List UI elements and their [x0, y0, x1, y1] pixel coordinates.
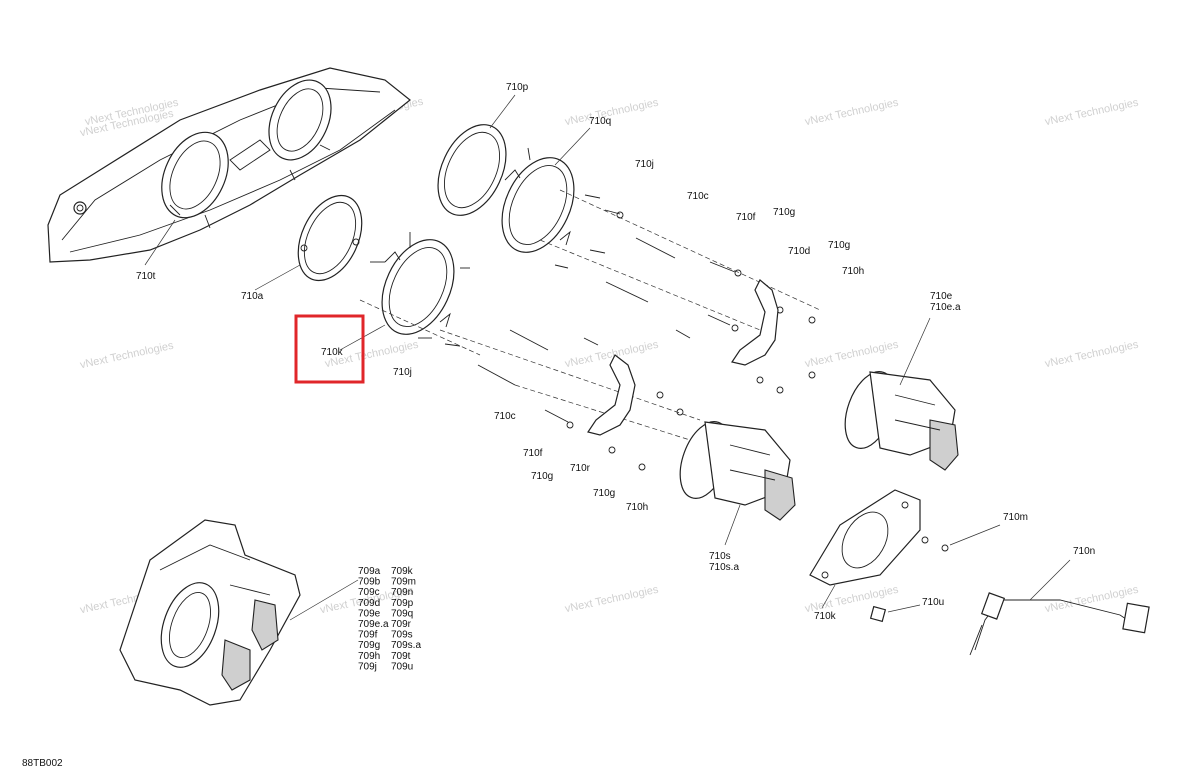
callout-710c[interactable]: 710c [494, 411, 516, 422]
assembly-ref-code[interactable]: 709e.a [358, 619, 389, 630]
callout-710s[interactable]: 710s [709, 551, 731, 562]
assembly-ref-code[interactable]: 709t [391, 651, 411, 662]
highlight-box [294, 314, 365, 384]
drawing-code: 88TB002 [22, 758, 63, 769]
upper-lamp-bracket-part[interactable] [731, 279, 779, 366]
assembly-ref-code[interactable]: 709g [358, 640, 380, 651]
callout-710d[interactable]: 710d [788, 246, 810, 257]
callout-710f[interactable]: 710f [523, 448, 543, 459]
assembly-ref-code[interactable]: 709e [358, 608, 381, 619]
upper-mount-bracket-part[interactable] [488, 146, 588, 264]
lower-projector-lamp-part[interactable] [671, 415, 796, 521]
retaining-ring-part[interactable] [286, 185, 375, 290]
watermark: vNext Technologies [1044, 97, 1140, 129]
callout-710u[interactable]: 710u [922, 597, 944, 608]
callout-710p[interactable]: 710p [506, 82, 529, 93]
assembly-ref-code[interactable]: 709j [358, 661, 377, 672]
watermark: vNext Technologies [564, 97, 660, 129]
callout-710t[interactable]: 710t [136, 271, 156, 282]
assembly-reference-list: 709a709b709c709d709e709e.a709f709g709h70… [358, 566, 421, 672]
callout-710n[interactable]: 710n [1073, 546, 1095, 557]
upper-ring-part[interactable] [425, 114, 520, 226]
callout-710q[interactable]: 710q [589, 116, 611, 127]
connector-cap-part[interactable] [869, 605, 887, 623]
headlight-bezel-part[interactable] [47, 67, 411, 263]
assembly-ref-code[interactable]: 709f [358, 630, 378, 641]
lamp-gasket-plate-part[interactable] [809, 489, 921, 586]
watermark: vNext Technologies [1044, 339, 1140, 371]
assembly-ref-code[interactable]: 709d [358, 598, 380, 609]
assembly-lines [359, 189, 821, 441]
assembly-ref-code[interactable]: 709q [391, 608, 413, 619]
callout-710s-a[interactable]: 710s.a [709, 562, 739, 573]
screws [370, 147, 949, 552]
callout-710g[interactable]: 710g [828, 240, 850, 251]
callout-710k[interactable]: 710k [321, 347, 344, 358]
assembly-ref-code[interactable]: 709r [391, 619, 412, 630]
callout-710f[interactable]: 710f [736, 212, 756, 223]
callout-710h[interactable]: 710h [842, 266, 864, 277]
full-headlight-assembly[interactable] [119, 519, 301, 706]
callout-710e[interactable]: 710e [930, 291, 953, 302]
assembly-ref-code[interactable]: 709h [358, 651, 380, 662]
watermark: vNext Technologies [804, 339, 900, 371]
callout-710g[interactable]: 710g [593, 488, 615, 499]
assembly-ref-code[interactable]: 709k [391, 566, 414, 577]
assembly-ref-code[interactable]: 709p [391, 598, 414, 609]
callout-710r[interactable]: 710r [570, 463, 591, 474]
lower-lamp-bracket-part[interactable] [587, 354, 636, 436]
callout-710k[interactable]: 710k [814, 611, 837, 622]
middle-mount-bracket-part[interactable] [368, 228, 468, 346]
callout-710a[interactable]: 710a [241, 291, 264, 302]
assembly-ref-code[interactable]: 709n [391, 587, 413, 598]
callout-labels: 710p 710q 710j 710c 710f 710g 710d 710g … [136, 82, 1095, 622]
callout-710h[interactable]: 710h [626, 502, 648, 513]
assembly-ref-code[interactable]: 709u [391, 661, 413, 672]
wiring-harness-part[interactable] [969, 592, 1150, 656]
assembly-ref-code[interactable]: 709s.a [391, 640, 421, 651]
callout-710j[interactable]: 710j [635, 159, 654, 170]
watermark: vNext Technologies [79, 340, 175, 372]
watermark: vNext Technologies [564, 584, 660, 616]
callout-710m[interactable]: 710m [1003, 512, 1028, 523]
watermark: vNext Technologies [804, 97, 900, 129]
assembly-ref-code[interactable]: 709a [358, 566, 381, 577]
callout-710e-a[interactable]: 710e.a [930, 302, 961, 313]
callout-710j[interactable]: 710j [393, 367, 412, 378]
upper-projector-lamp-part[interactable] [836, 365, 959, 471]
assembly-ref-code[interactable]: 709b [358, 577, 381, 588]
assembly-ref-code[interactable]: 709c [358, 587, 380, 598]
callout-710g[interactable]: 710g [773, 207, 795, 218]
assembly-ref-code[interactable]: 709m [391, 577, 416, 588]
callout-710g[interactable]: 710g [531, 471, 553, 482]
assembly-ref-code[interactable]: 709s [391, 630, 413, 641]
callout-710c[interactable]: 710c [687, 191, 709, 202]
